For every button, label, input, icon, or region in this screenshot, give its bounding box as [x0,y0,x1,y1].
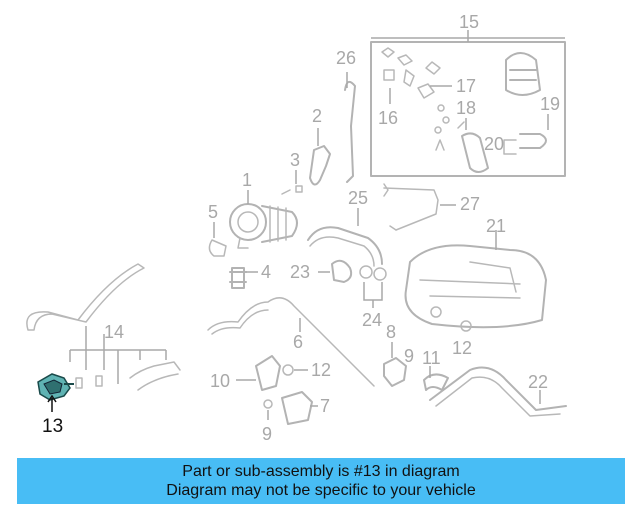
label-16: 16 [378,108,398,128]
label-13-highlighted: 13 [42,416,63,437]
label-26: 26 [336,48,356,68]
part-27-line [383,183,456,231]
label-25: 25 [348,188,368,208]
label-20: 20 [484,134,504,154]
label-2: 2 [312,106,322,126]
part-25-hose [307,208,383,267]
label-23: 23 [290,262,310,282]
part-11-elbow [423,366,449,391]
label-5: 5 [208,202,218,222]
part-9-gasket [263,399,273,420]
label-18: 18 [456,98,476,118]
part-14-hoses [26,263,181,391]
label-1: 1 [242,170,252,190]
label-12-right: 12 [452,338,472,358]
label-8: 8 [386,322,396,342]
part-5-bracket [208,222,227,257]
part-2-bracket [309,128,331,186]
part-6-line [207,297,375,387]
part-10-bracket [236,355,281,391]
label-10: 10 [210,371,230,391]
part-13-highlighted[interactable] [37,373,74,412]
label-12-left: 12 [311,360,331,380]
label-3: 3 [290,150,300,170]
banner-line-1: Part or sub-assembly is #13 in diagram [182,463,460,480]
label-7: 7 [320,396,330,416]
part-26-tube [344,72,356,183]
info-banner: Part or sub-assembly is #13 in diagram D… [17,458,625,504]
part-1-air-pump [229,190,298,249]
part-15-inset-box [370,30,566,177]
part-8-valve [383,342,407,387]
label-15: 15 [459,12,479,32]
label-24: 24 [362,310,382,330]
label-21: 21 [486,216,506,236]
banner-line-2: Diagram may not be specific to your vehi… [166,482,476,499]
part-24-clamps [359,265,387,308]
label-14: 14 [104,322,124,342]
label-9-right: 9 [404,346,414,366]
parts-diagram: 15 26 2 3 1 5 4 25 27 21 23 24 6 8 9 11 … [26,12,567,444]
part-7-valve [281,391,318,425]
part-22-hose [429,366,567,417]
part-4-grommet [229,267,258,289]
part-21-canister [404,230,547,332]
label-17: 17 [456,76,476,96]
part-12-seal [282,364,308,376]
label-9-left: 9 [262,424,272,444]
label-6: 6 [293,332,303,352]
label-11: 11 [422,348,441,368]
label-19: 19 [540,94,560,114]
label-22: 22 [528,372,548,392]
part-23-fitting [318,259,353,283]
label-27: 27 [460,194,480,214]
label-4: 4 [261,262,271,282]
part-3-bolt [281,170,303,195]
